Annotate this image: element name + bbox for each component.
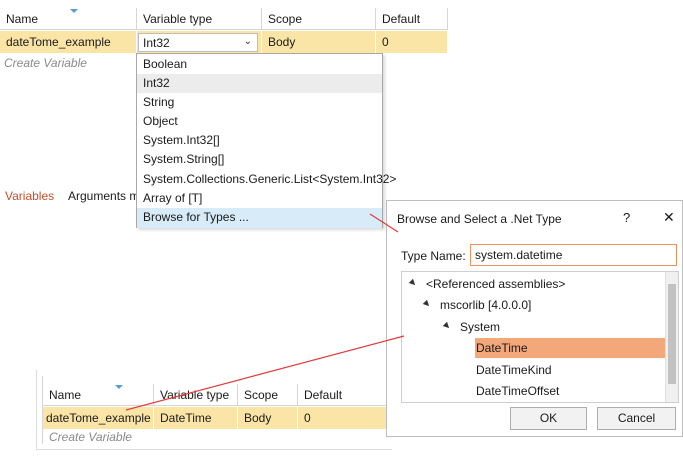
dropdown-item-boolean[interactable]: Boolean [143, 57, 188, 71]
sort-arrow-icon [115, 385, 123, 389]
tab-arguments[interactable]: Arguments m [68, 189, 136, 203]
tab-variables[interactable]: Variables [5, 189, 55, 203]
header-scope[interactable]: Scope [262, 8, 376, 30]
type-name-input[interactable]: system.datetime [470, 244, 677, 266]
row-type-cell[interactable]: DateTime [154, 407, 238, 429]
tree-node-datetimeoffset[interactable]: DateTimeOffset [476, 384, 560, 398]
variable-type-dropdown: Boolean Int32 String Object System.Int32… [136, 53, 397, 228]
annotation-line-result [125, 335, 405, 411]
dropdown-item-string[interactable]: String [143, 95, 175, 109]
tree-scrollbar[interactable] [665, 272, 678, 402]
header-name[interactable]: Name [0, 8, 137, 30]
annotation-line-browse [369, 213, 399, 233]
dropdown-item-string-array[interactable]: System.String[] [143, 152, 225, 166]
type-tree[interactable]: <Referenced assemblies> mscorlib [4.0.0.… [401, 271, 679, 403]
sort-arrow-icon [70, 9, 78, 13]
dropdown-item-list-int32[interactable]: System.Collections.Generic.List<System.I… [143, 172, 397, 186]
dropdown-item-array-of-t[interactable]: Array of [T] [143, 191, 203, 205]
scrollbar-thumb[interactable] [668, 284, 676, 384]
cancel-button[interactable]: Cancel [597, 407, 676, 430]
header-name[interactable]: Name [43, 384, 154, 406]
tree-node-datetime[interactable]: DateTime [476, 341, 528, 355]
tree-node-datetimekind[interactable]: DateTimeKind [476, 363, 552, 377]
dropdown-item-int32[interactable]: Int32 [137, 74, 382, 93]
tree-selection-highlight [475, 338, 665, 358]
dropdown-item-browse-for-types[interactable]: Browse for Types ... [137, 208, 382, 228]
header-default[interactable]: Default [376, 8, 448, 30]
header-scope[interactable]: Scope [238, 384, 298, 406]
close-icon[interactable]: ✕ [663, 209, 675, 225]
create-variable-prompt[interactable]: Create Variable [49, 430, 132, 444]
type-name-label: Type Name: [401, 249, 466, 263]
tree-node-referenced-assemblies[interactable]: <Referenced assemblies> [408, 277, 565, 295]
dropdown-item-int32-array[interactable]: System.Int32[] [143, 133, 220, 147]
header-variable-type[interactable]: Variable type [154, 384, 238, 406]
variables-grid-top: Name Variable type Scope Default dateTom… [0, 8, 448, 72]
create-variable-prompt[interactable]: Create Variable [4, 56, 87, 70]
help-icon[interactable]: ? [623, 210, 631, 225]
row-name-cell[interactable]: dateTome_example [0, 31, 137, 53]
header-default[interactable]: Default [298, 384, 391, 406]
ok-button[interactable]: OK [510, 407, 587, 430]
row-default-cell[interactable]: 0 [376, 31, 448, 53]
header-variable-type[interactable]: Variable type [137, 8, 262, 30]
browse-type-dialog: Browse and Select a .Net Type ? ✕ Type N… [386, 200, 683, 437]
dialog-title: Browse and Select a .Net Type [397, 212, 562, 226]
chevron-down-icon: ⌄ [243, 36, 252, 47]
variables-grid-bottom: Name Variable type Scope Default dateTom… [42, 376, 391, 444]
row-name-cell[interactable]: dateTome_example [43, 407, 154, 429]
tree-node-mscorlib[interactable]: mscorlib [4.0.0.0] [422, 298, 531, 316]
dropdown-item-object[interactable]: Object [143, 114, 178, 128]
variable-type-combobox[interactable]: Int32 ⌄ [138, 33, 258, 52]
row-scope-cell[interactable]: Body [262, 31, 376, 53]
row-scope-cell[interactable]: Body [238, 407, 298, 429]
tree-node-system[interactable]: System [442, 320, 500, 338]
